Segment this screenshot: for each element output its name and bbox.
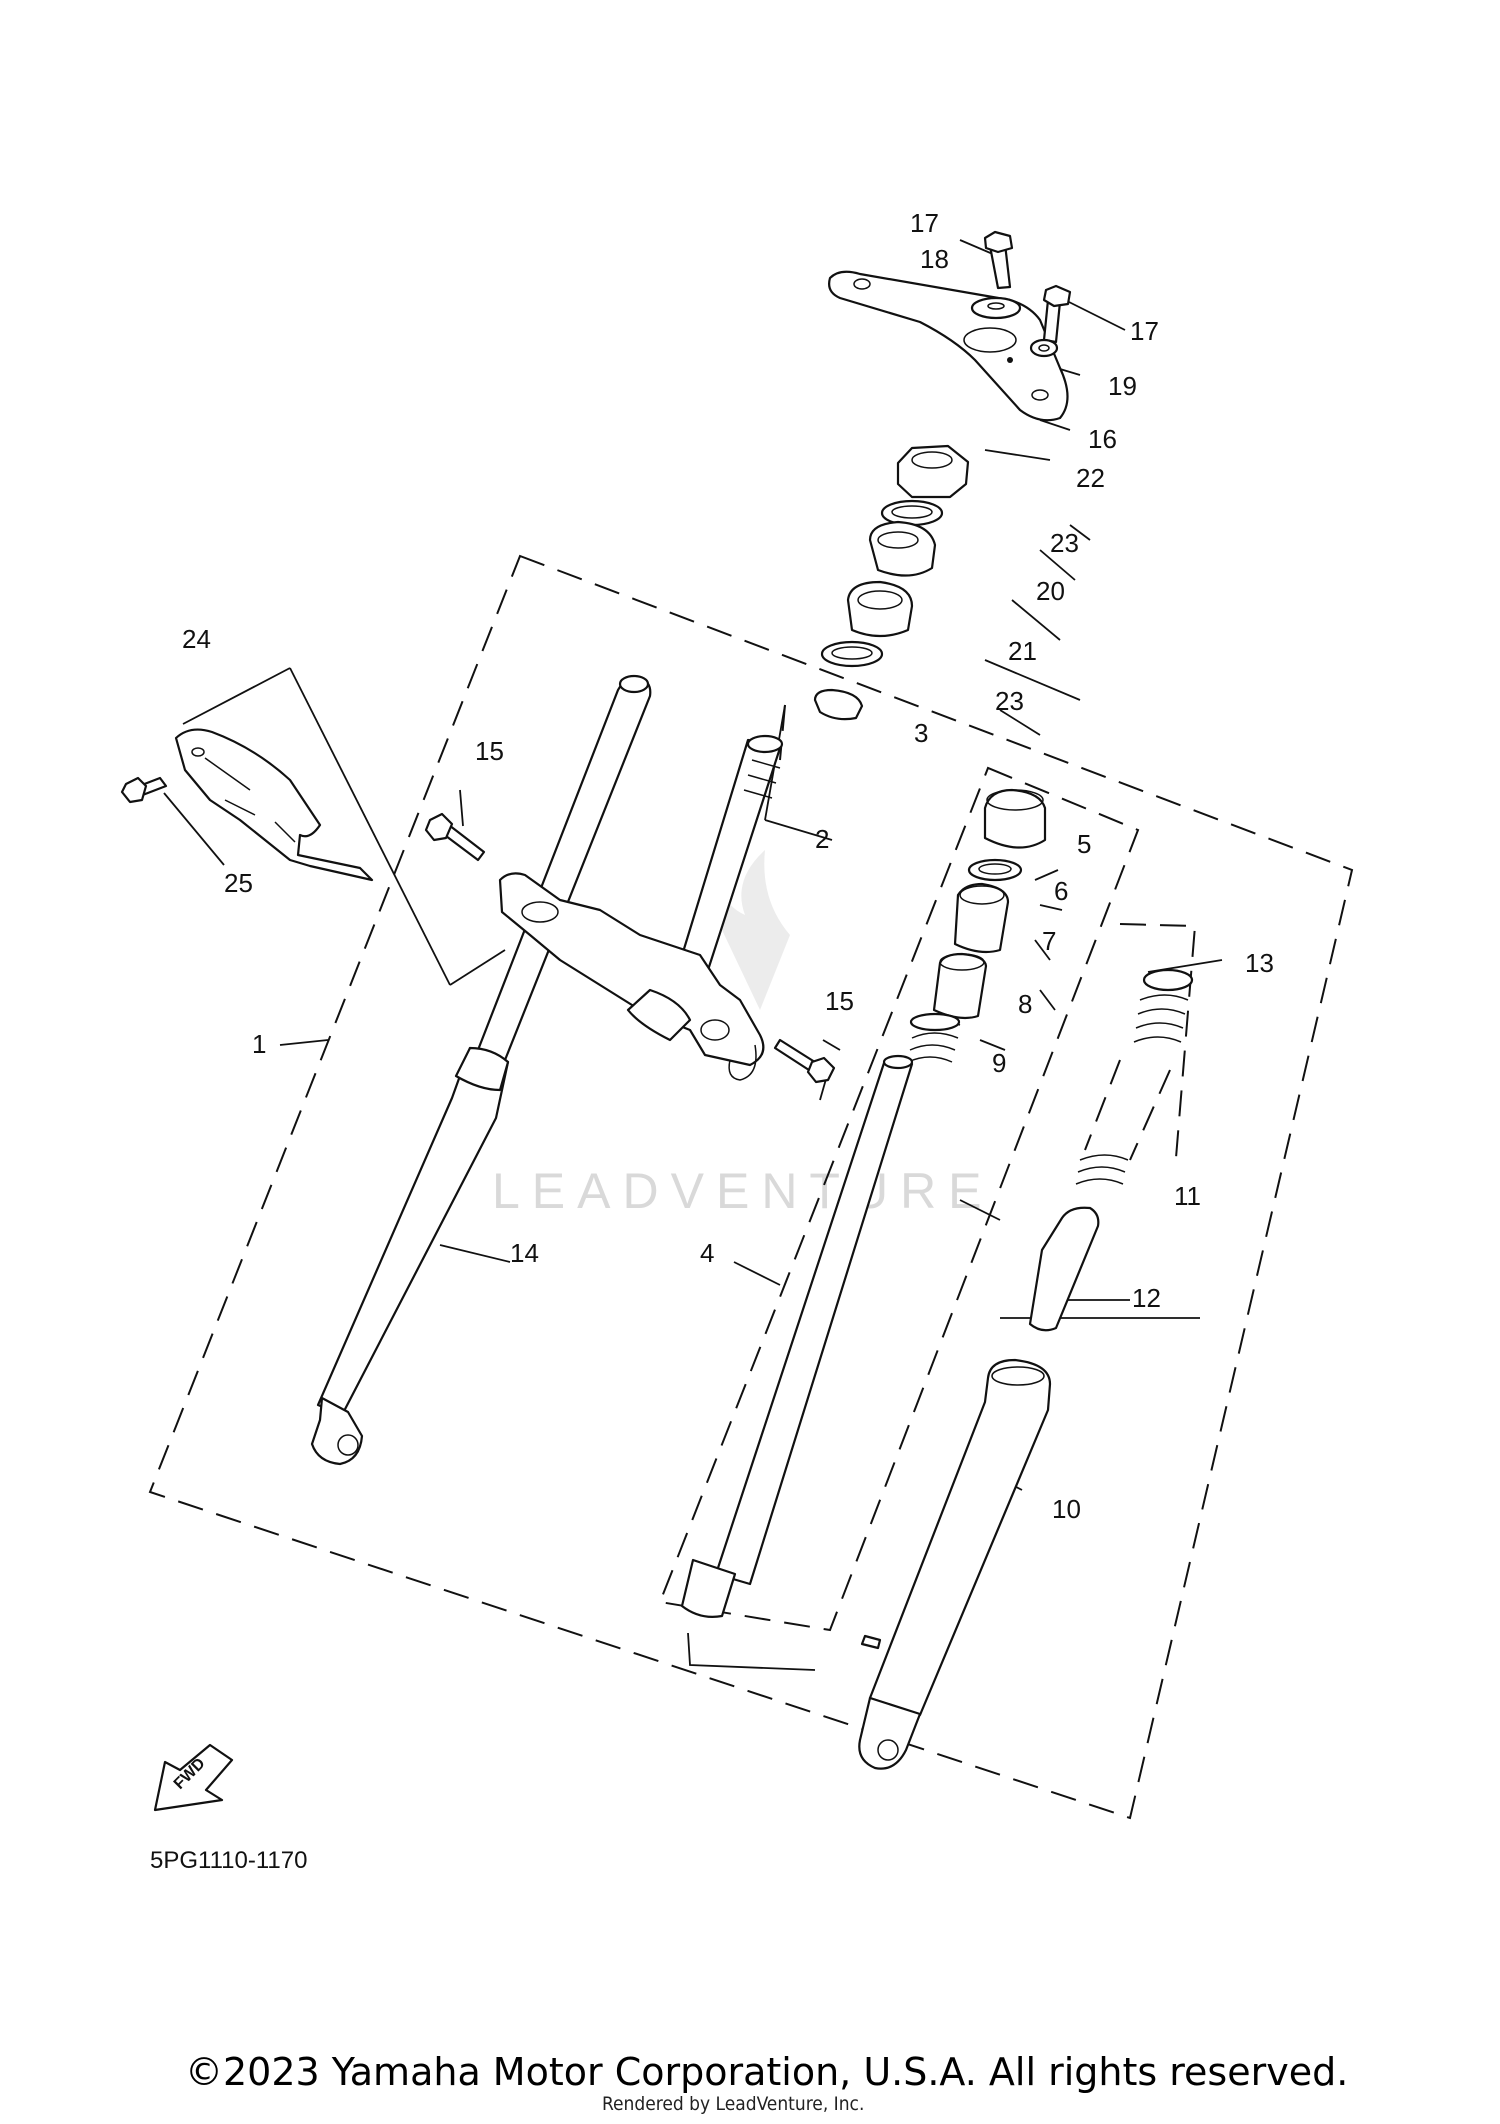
seal-3 — [813, 688, 864, 721]
callout-23-lower: 23 — [995, 686, 1024, 716]
cap-5 — [983, 788, 1047, 849]
callout-14: 14 — [510, 1238, 539, 1268]
callout-10: 10 — [1052, 1494, 1081, 1524]
bushing-8 — [932, 952, 988, 1020]
callout-21: 21 — [1008, 636, 1037, 666]
callout-4: 4 — [700, 1238, 714, 1268]
callout-9: 9 — [992, 1048, 1006, 1078]
callout-23-upper: 23 — [1050, 528, 1079, 558]
bolt-15-upper — [424, 812, 486, 862]
copyright-notice: ©2023 Yamaha Motor Corporation, U.S.A. A… — [185, 2050, 1348, 2094]
watermark-text: LEADVENTURE — [492, 1163, 994, 1219]
callout-20: 20 — [1036, 576, 1065, 606]
inner-tube-4 — [680, 1054, 914, 1618]
callout-11: 11 — [1174, 1181, 1201, 1211]
bearing-23-lower — [820, 640, 884, 668]
fork-outer-tube-14 — [310, 1046, 510, 1466]
callout-13: 13 — [1245, 948, 1274, 978]
ring-nut-22 — [896, 444, 970, 499]
callout-6: 6 — [1054, 876, 1068, 906]
spring-11 — [1075, 994, 1189, 1185]
fork-tube-left — [476, 674, 652, 1062]
washer-18 — [970, 296, 1022, 320]
callout-19: 19 — [1108, 371, 1137, 401]
rendered-by: Rendered by LeadVenture, Inc. — [602, 2093, 864, 2115]
bearing-23-upper — [880, 499, 944, 527]
oil-seal-7 — [953, 882, 1010, 954]
cap-13 — [1142, 968, 1194, 992]
steering-stem-2 — [678, 734, 784, 972]
outer-tube-10 — [858, 1358, 1052, 1770]
callout-16: 16 — [1088, 424, 1117, 454]
callout-1: 1 — [252, 1029, 266, 1059]
bearing-race-21 — [846, 580, 914, 638]
callout-25: 25 — [224, 868, 253, 898]
callout-15-lower: 15 — [825, 986, 854, 1016]
callout-labels: 1 2 3 4 5 6 7 8 9 10 11 12 13 14 15 15 1… — [182, 208, 1274, 1524]
bearing-race-20 — [868, 520, 937, 577]
callout-22: 22 — [1076, 463, 1105, 493]
callout-15-upper: 15 — [475, 736, 504, 766]
washer-19 — [1029, 338, 1059, 358]
callout-17-right: 17 — [1130, 316, 1159, 346]
bolt-25 — [120, 776, 168, 804]
bolt-15-lower — [773, 1038, 836, 1084]
callout-17-top: 17 — [910, 208, 939, 238]
callout-5: 5 — [1077, 829, 1091, 859]
bolt-17-left — [983, 230, 1014, 290]
callout-12: 12 — [1132, 1283, 1161, 1313]
spacer-12 — [1028, 1206, 1100, 1332]
bolt-17-right — [1042, 284, 1072, 344]
callout-8: 8 — [1018, 989, 1032, 1019]
callout-2: 2 — [815, 824, 829, 854]
circlip-6 — [967, 858, 1023, 882]
under-bracket — [498, 872, 765, 1081]
cover-24 — [174, 728, 374, 882]
spring-9 — [907, 1012, 961, 1063]
callout-24: 24 — [182, 624, 211, 654]
callout-7: 7 — [1042, 926, 1056, 956]
callout-3: 3 — [914, 718, 928, 748]
leadventure-watermark: LEADVENTURE — [492, 850, 994, 1219]
diagram-code: 5PG1110-1170 — [150, 1847, 307, 1874]
fwd-arrow-icon: FWD — [153, 1743, 234, 1812]
callout-18: 18 — [920, 244, 949, 274]
